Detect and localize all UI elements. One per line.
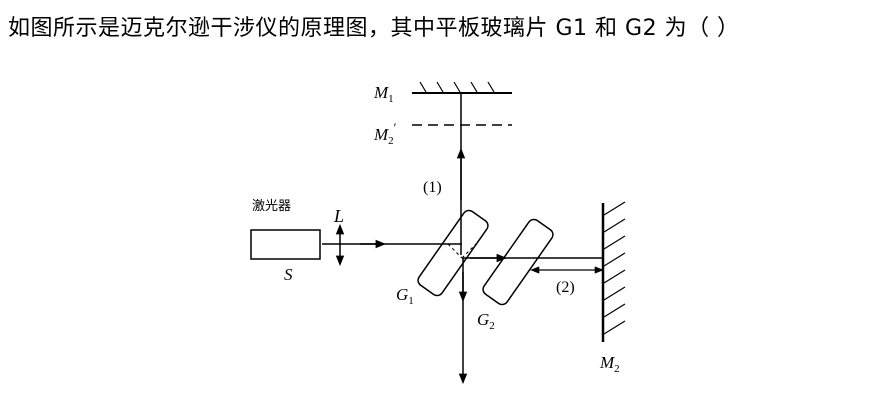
label-g1: G1 — [396, 285, 414, 307]
label-m2: M2 — [599, 353, 620, 375]
glass-plate-g1 — [417, 209, 489, 297]
question-text: 如图所示是迈克尔逊干涉仪的原理图，其中平板玻璃片 G1 和 G2 为（ ） — [8, 16, 740, 41]
label-path-2: (2) — [556, 279, 575, 296]
glass-plate-g2 — [482, 218, 554, 306]
label-path-1: (1) — [423, 179, 442, 196]
mirror-m2 — [601, 201, 626, 342]
mirror-m1 — [412, 81, 512, 94]
label-source: S — [284, 265, 293, 284]
label-lens: L — [333, 206, 344, 226]
label-laser: 激光器 — [252, 199, 291, 214]
laser-source-box — [250, 229, 321, 260]
label-g2: G2 — [477, 310, 495, 332]
label-m1: M1 — [373, 83, 394, 105]
label-m2-image: M2′ — [373, 120, 397, 147]
